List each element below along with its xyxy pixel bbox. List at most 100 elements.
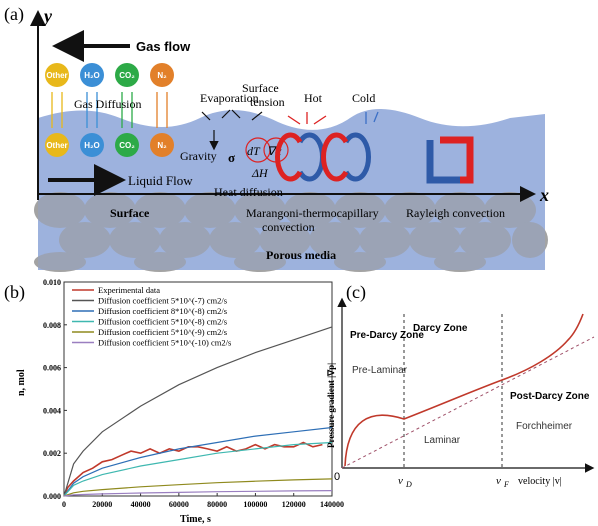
molecule-label: N₂ <box>157 71 167 80</box>
molecule-other-top <box>45 63 69 87</box>
y-tick-label: 0.010 <box>43 278 61 287</box>
y-tick-label: 0.004 <box>43 406 61 415</box>
c-origin: 0 <box>334 471 340 483</box>
panel-b: (b) 0 20000 40000 60000 80000 100000 120000 140… <box>4 278 344 525</box>
chart-b-series <box>63 326 333 497</box>
chart-b-ticks: 0 20000 40000 60000 80000 100000 120000 140000 0… <box>43 278 344 509</box>
series-line <box>63 490 333 497</box>
x-tick-label: 40000 <box>131 500 151 509</box>
x-tick-label: 0 <box>62 500 66 509</box>
pre-darcy-zone-label: Pre-Darcy Zone <box>350 330 424 341</box>
legend-label: Diffusion coefficient 5*10^(-8) cm2/s <box>98 317 227 327</box>
forchheimer-label: Forchheimer <box>516 421 573 432</box>
panel-c-label: (c) <box>346 282 366 303</box>
chart-b-xlabel: Time, s <box>180 514 211 525</box>
c-xlabel: velocity |v| <box>518 476 562 487</box>
dt-symbol: dT <box>247 144 261 158</box>
y-tick-label: 0.002 <box>43 449 61 458</box>
vf-label: v <box>496 475 501 487</box>
molecule-n2-liquid <box>150 133 174 157</box>
series-line <box>63 441 323 497</box>
surface-label: Surface <box>110 206 150 220</box>
legend-label: Diffusion coefficient 5*10^(-9) cm2/s <box>98 327 227 337</box>
gas-diffusion-arrows <box>51 92 168 128</box>
cold-arrows <box>365 111 379 124</box>
evaporation-arrows <box>201 109 263 121</box>
c-ylabel: Pressure gradient |∇p| <box>326 363 336 448</box>
y-tick-label: 0.006 <box>43 364 61 373</box>
rayleigh-label: Rayleigh convection <box>406 206 505 220</box>
y-tick-label: 0.000 <box>43 492 61 501</box>
legend-label: Diffusion coefficient 8*10^(-8) cm2/s <box>98 306 227 316</box>
x-tick-label: 120000 <box>282 500 306 509</box>
x-tick-label: 100000 <box>243 500 267 509</box>
panel-b-label: (b) <box>4 282 25 303</box>
molecule-n2-top <box>150 63 174 87</box>
surface-tension-label-1: Surface <box>242 81 279 95</box>
surface-tension-label-2: tension <box>250 95 285 109</box>
molecule-co2-top <box>115 63 139 87</box>
legend-label: Diffusion coefficient 5*10^(-10) cm2/s <box>98 338 231 348</box>
marangoni-cells <box>275 132 371 182</box>
porous-media-label: Porous media <box>266 248 336 262</box>
darcy-zone-label: Darcy Zone <box>413 323 468 334</box>
vf-subscript: F <box>503 480 509 489</box>
cold-label: Cold <box>352 91 375 105</box>
x-axis-label: x <box>539 185 549 205</box>
molecule-co2-liquid <box>115 133 139 157</box>
pressure-curve <box>344 313 584 467</box>
chart-b-frame <box>63 281 333 497</box>
molecule-h2o-liquid <box>80 133 104 157</box>
y-axis-label: y <box>42 6 53 26</box>
molecule-label: H₂O <box>84 141 100 150</box>
legend-label: Diffusion coefficient 5*10^(-7) cm2/s <box>98 296 227 306</box>
laminar-label: Laminar <box>424 435 461 446</box>
series-line <box>63 326 333 497</box>
sigma-symbol: σ <box>228 150 235 165</box>
porous-media <box>34 192 548 272</box>
marangoni-label-1: Marangoni-thermocapillary <box>246 206 379 220</box>
molecule-h2o-top <box>80 63 104 87</box>
darcy-extrapolation-line <box>341 336 595 469</box>
evaporation-label: Evaporation <box>200 91 259 105</box>
marangoni-label-2: convection <box>262 220 315 234</box>
panel-a-label: (a) <box>4 4 24 25</box>
molecule-label: CO₂ <box>119 141 135 150</box>
panel-a: (a) y x Gas flow <box>4 4 549 272</box>
x-tick-label: 80000 <box>207 500 227 509</box>
series-line <box>63 426 333 497</box>
liquid-flow-label: Liquid Flow <box>128 173 193 188</box>
vd-subscript: D <box>405 480 412 489</box>
molecule-label: CO₂ <box>119 71 135 80</box>
gas-diffusion-label: Gas Diffusion <box>74 97 141 111</box>
x-tick-label: 20000 <box>92 500 112 509</box>
molecule-label: Other <box>46 141 67 150</box>
y-tick-label: 0.008 <box>43 321 61 330</box>
rayleigh-cell <box>426 136 474 184</box>
gas-flow-label: Gas flow <box>136 39 191 54</box>
heat-diffusion-label: Heat diffusion <box>214 185 283 199</box>
hot-arrows <box>287 112 327 125</box>
series-line <box>63 441 333 497</box>
panel-c: (c) 0 v D v F velocity |v| Pressure grad… <box>326 282 595 489</box>
delta-h-symbol: ΔH <box>251 166 269 180</box>
gravity-label: Gravity <box>180 149 217 163</box>
dt-circle <box>245 137 271 163</box>
molecule-label: N₂ <box>157 141 167 150</box>
molecule-other-liquid <box>45 133 69 157</box>
molecule-label: Other <box>46 71 67 80</box>
x-tick-label: 60000 <box>169 500 189 509</box>
molecule-label: H₂O <box>84 71 100 80</box>
porous-overlay <box>38 195 545 270</box>
vd-label: v <box>398 475 403 487</box>
hot-label: Hot <box>304 91 323 105</box>
molecules-gas: Other H₂O CO₂ N₂ <box>45 63 174 87</box>
chart-b-ylabel: n, mol <box>16 369 27 396</box>
series-line <box>63 478 333 497</box>
pre-laminar-label: Pre-Laminar <box>352 365 408 376</box>
legend-label: Experimental data <box>98 285 160 295</box>
post-darcy-zone-label: Post-Darcy Zone <box>510 391 590 402</box>
x-tick-label: 140000 <box>320 500 344 509</box>
